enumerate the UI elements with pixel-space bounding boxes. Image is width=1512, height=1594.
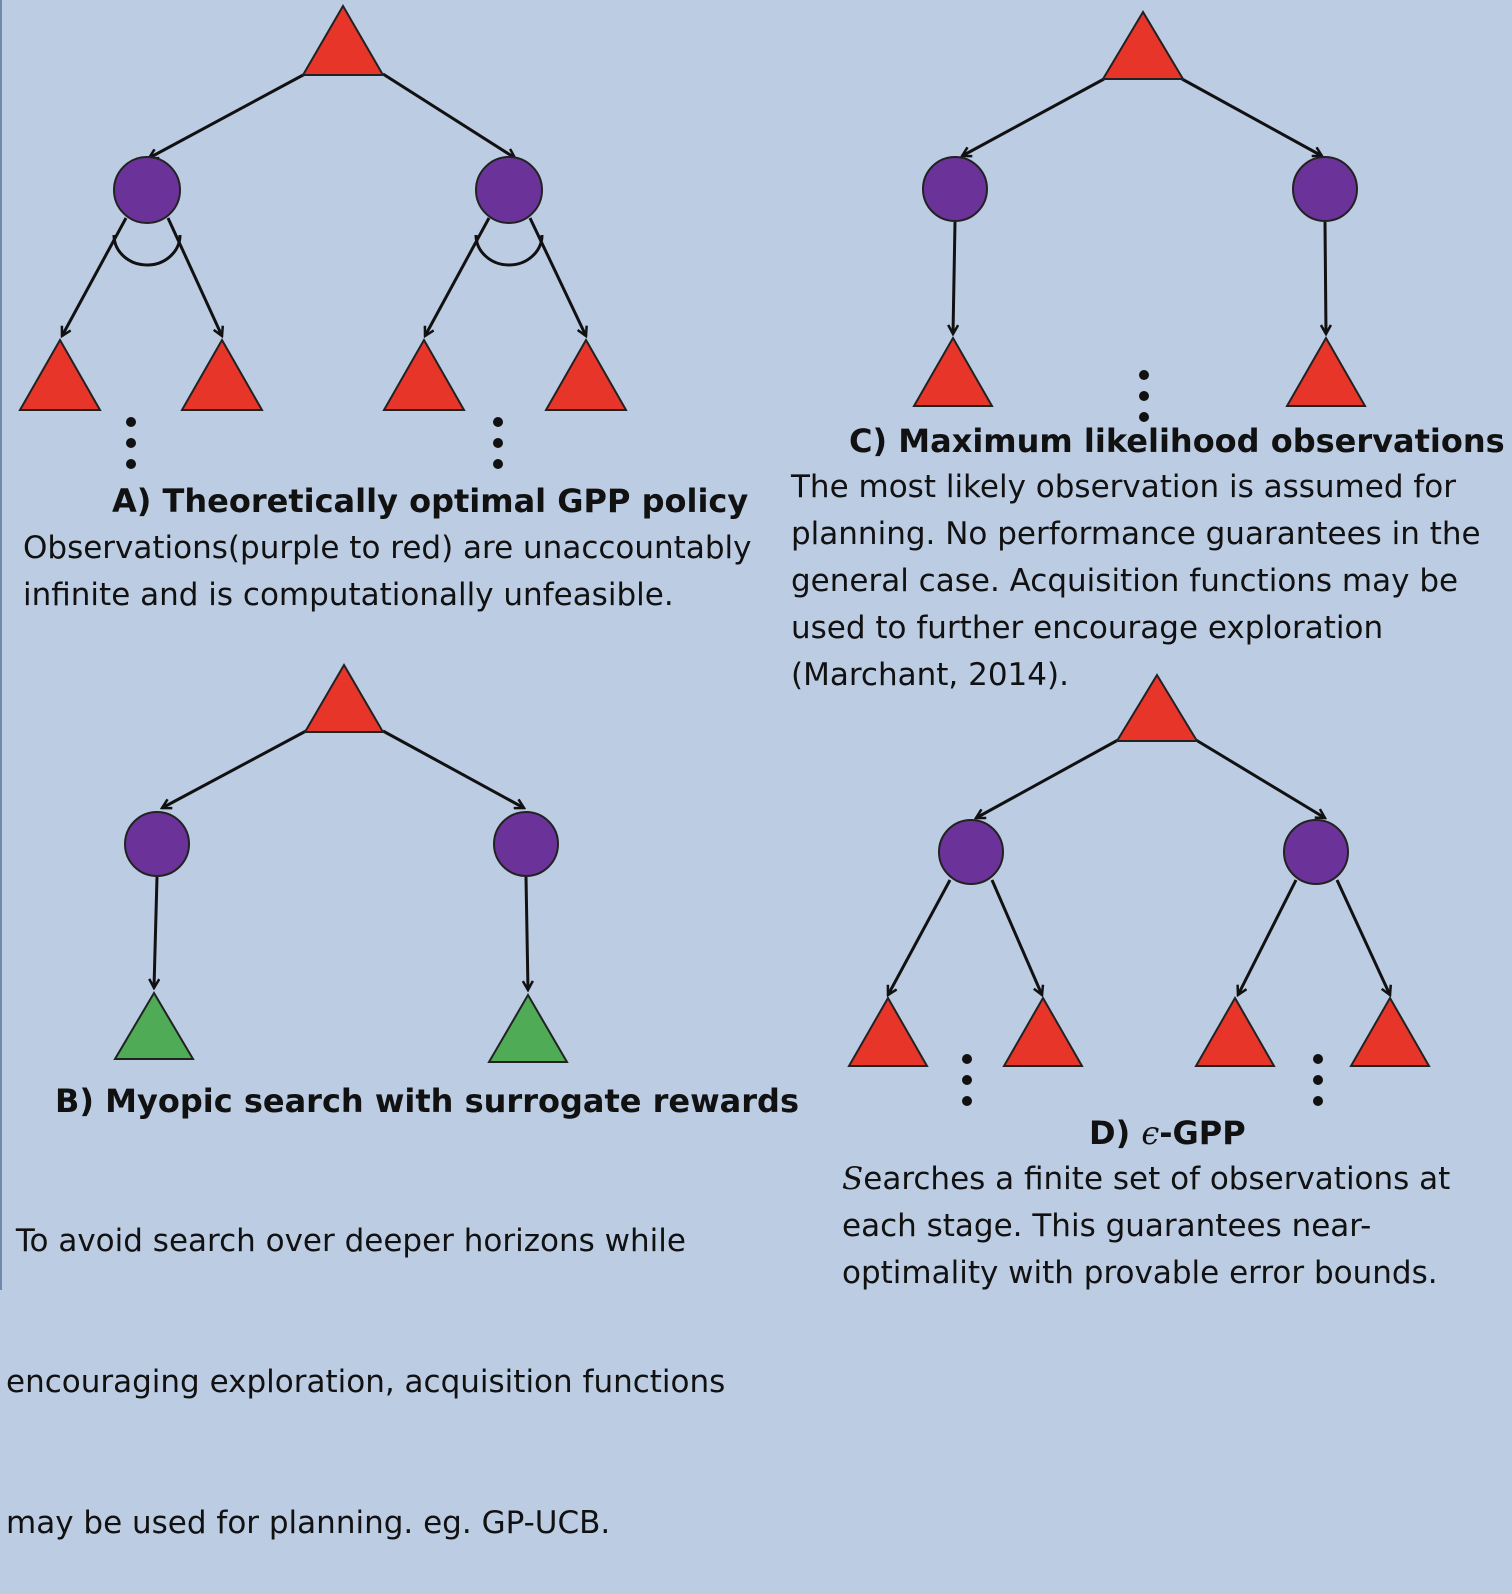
action-node-a-leaf-2	[180, 337, 264, 411]
panel-d-title-suffix: -GPP	[1159, 1114, 1246, 1152]
panel-b-line-2: encouraging exploration, acquisition fun…	[6, 1364, 726, 1400]
edge-a-r1	[425, 217, 491, 336]
panel-b-title: B) Myopic search with surrogate rewards	[55, 1082, 799, 1120]
action-node-c-root	[1101, 10, 1185, 80]
action-node-d-leaf-2	[1002, 995, 1084, 1067]
observation-node-d-right	[1283, 819, 1349, 885]
observation-node-c-right	[1292, 156, 1358, 222]
surrogate-reward-node-b-1	[113, 991, 195, 1060]
panel-d-description: Searches a finite set of observations at…	[842, 1156, 1450, 1297]
panel-c-title: C) Maximum likelihood observations	[849, 422, 1505, 460]
edge-c-root-left	[962, 77, 1105, 156]
action-node-d-leaf-4	[1349, 995, 1431, 1067]
edge-a-root-right	[382, 72, 515, 158]
edge-a-l2	[166, 217, 222, 336]
panel-a-title: A) Theoretically optimal GPP policy	[112, 482, 749, 520]
panel-c-line-3: general case. Acquisition functions may …	[791, 563, 1459, 599]
action-node-a-leaf-3	[382, 337, 466, 411]
action-node-a-leaf-1	[18, 337, 102, 411]
edge-d-r1	[1238, 879, 1298, 995]
panel-c-description: The most likely observation is assumed f…	[791, 464, 1481, 699]
panel-b-line-1: To avoid search over deeper horizons whi…	[6, 1223, 686, 1259]
action-node-d-leaf-3	[1194, 995, 1276, 1067]
observation-node-d-left	[938, 819, 1004, 885]
edge-d-l1	[888, 879, 952, 995]
ellipsis-c	[1139, 370, 1149, 422]
panel-d-first-letter: S	[842, 1161, 864, 1197]
ellipsis-d-right	[1313, 1054, 1323, 1106]
panel-d-title-prefix: D)	[1089, 1114, 1142, 1152]
edge-d-l2	[990, 879, 1042, 995]
panel-c-line-2: planning. No performance guarantees in t…	[791, 516, 1481, 552]
panel-a-description: Observations(purple to red) are unaccoun…	[23, 525, 751, 619]
panel-b-description: To avoid search over deeper horizons whi…	[6, 1124, 725, 1594]
figure-frame	[0, 0, 2, 1290]
action-node-d-root	[1115, 673, 1199, 742]
panel-b-line-3: may be used for planning. eg. GP-UCB.	[6, 1505, 611, 1541]
ellipsis-a-right	[493, 417, 503, 469]
panel-a-line-1: Observations(purple to red) are unaccoun…	[23, 530, 752, 566]
observation-node-c-left	[922, 156, 988, 222]
panel-d-line-1-text: earches a finite set of observations at	[863, 1161, 1451, 1197]
observation-node-a-left	[113, 156, 181, 224]
action-node-a-leaf-4	[544, 337, 628, 411]
and-arc-a-left	[112, 234, 182, 267]
observation-node-a-right	[475, 156, 543, 224]
observation-node-b-left	[124, 811, 190, 877]
observation-node-b-right	[493, 811, 559, 877]
tree-c	[912, 10, 1367, 422]
tree-diagrams	[18, 4, 1431, 1106]
panel-c-line-4: used to further encourage exploration	[791, 610, 1384, 646]
edge-d-root-left	[976, 738, 1119, 820]
action-node-b-root	[303, 663, 385, 733]
tree-a	[18, 4, 628, 469]
surrogate-reward-node-b-2	[487, 993, 569, 1063]
tree-d	[847, 673, 1431, 1106]
ellipsis-a-left	[126, 417, 136, 469]
edge-d-r2	[1335, 879, 1390, 995]
edge-c-right-leaf	[1325, 221, 1326, 334]
edge-b-root-right	[382, 729, 524, 808]
action-node-c-leaf-2	[1285, 335, 1367, 407]
action-node-a-root	[301, 4, 385, 76]
and-arc-a-right	[474, 234, 544, 267]
panel-d-epsilon-symbol: ϵ	[1141, 1114, 1160, 1152]
panel-c-line-5: (Marchant, 2014).	[791, 657, 1069, 693]
action-node-d-leaf-1	[847, 995, 929, 1067]
panel-a-line-2: infinite and is computationally unfeasib…	[23, 577, 674, 613]
edge-a-root-left	[149, 72, 306, 158]
panel-c-line-1: The most likely observation is assumed f…	[791, 469, 1456, 505]
panel-d-line-3: optimality with provable error bounds.	[842, 1255, 1438, 1291]
edge-d-root-right	[1195, 738, 1325, 818]
edge-b-left-leaf	[154, 876, 157, 988]
panel-d-line-2: each stage. This guarantees near-	[842, 1208, 1372, 1244]
tree-b	[113, 663, 569, 1063]
ellipsis-d-left	[962, 1054, 972, 1106]
edge-a-l1	[62, 217, 128, 336]
panel-d-title: D) ϵ-GPP	[1089, 1114, 1246, 1152]
edge-c-left-leaf	[953, 221, 955, 334]
panel-d-line-1: Searches a finite set of observations at	[842, 1156, 1450, 1203]
edge-b-right-leaf	[526, 876, 528, 990]
edge-b-root-left	[162, 729, 307, 808]
edge-a-r2	[528, 217, 586, 336]
action-node-c-leaf-1	[912, 335, 994, 407]
edge-c-root-right	[1181, 77, 1322, 158]
